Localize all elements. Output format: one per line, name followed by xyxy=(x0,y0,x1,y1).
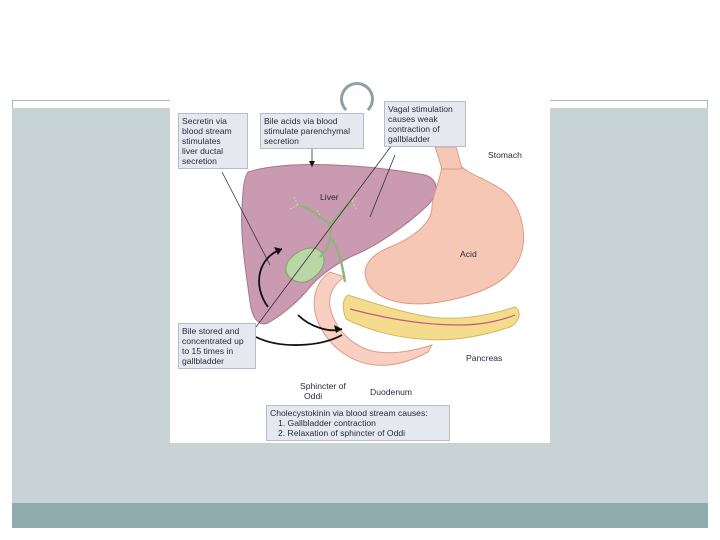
label-acid: Acid xyxy=(460,249,477,259)
label-text: Oddi xyxy=(304,391,323,401)
label-pancreas: Pancreas xyxy=(466,353,503,363)
callout-cholecystokinin: Cholecystokinin via blood stream causes:… xyxy=(266,405,450,441)
callout-text: 1. Gallbladder contraction xyxy=(278,418,376,428)
callout-text: gallbladder xyxy=(182,356,225,366)
biliary-secretion-figure: Secretin via blood stream stimulates liv… xyxy=(170,97,550,443)
callout-text: blood stream xyxy=(182,126,232,136)
pancreas-shape xyxy=(342,294,520,341)
callout-text: Secretin via xyxy=(182,116,227,126)
duodenum-shape xyxy=(313,271,434,366)
callout-text: causes weak xyxy=(388,114,438,124)
esophagus-shape xyxy=(434,146,463,170)
label-text: Sphincter of xyxy=(300,381,346,391)
callout-text: gallbladder xyxy=(388,134,431,144)
slide-footer-band xyxy=(12,503,708,528)
label-stomach: Stomach xyxy=(488,150,522,160)
bile-duct xyxy=(297,200,353,283)
label-duodenum: Duodenum xyxy=(370,387,413,397)
stomach-shape xyxy=(364,166,524,305)
callout-text: stimulates xyxy=(182,136,221,146)
callout-text: secretion xyxy=(182,156,217,166)
callout-bile-stored: Bile stored and concentrated up to 15 ti… xyxy=(178,323,256,369)
callout-text: Vagal stimulation xyxy=(388,104,453,114)
cck-arrow-lower xyxy=(255,334,343,346)
pancreatic-duct xyxy=(349,308,516,326)
decorative-ring xyxy=(340,82,374,116)
callout-text: concentrated up xyxy=(182,336,244,346)
cck-arrow-upper xyxy=(258,248,283,308)
callout-text: Bile acids via blood xyxy=(264,116,338,126)
anatomy-illustration xyxy=(221,136,524,366)
callout-text: stimulate parenchymal xyxy=(264,126,350,136)
callout-text: 2. Relaxation of sphincter of Oddi xyxy=(278,428,406,438)
callout-text: Cholecystokinin via blood stream causes: xyxy=(270,408,428,418)
label-liver: Liver xyxy=(320,192,339,202)
intrahepatic-ducts xyxy=(289,196,359,216)
pointer-lines xyxy=(221,136,399,328)
sphincter-label: Sphincter of Oddi xyxy=(300,381,346,401)
liver-shape xyxy=(241,164,437,325)
callout-secretin: Secretin via blood stream stimulates liv… xyxy=(178,113,248,169)
callout-bile-acids: Bile acids via blood stimulate parenchym… xyxy=(260,113,364,149)
callout-text: liver ductal xyxy=(182,146,224,156)
callout-text: to 15 times in xyxy=(182,346,234,356)
callout-text: secretion xyxy=(264,136,299,146)
callout-vagal: Vagal stimulation causes weak contractio… xyxy=(384,101,466,147)
callout-text: Bile stored and xyxy=(182,326,240,336)
callout-text: contraction of xyxy=(388,124,440,134)
